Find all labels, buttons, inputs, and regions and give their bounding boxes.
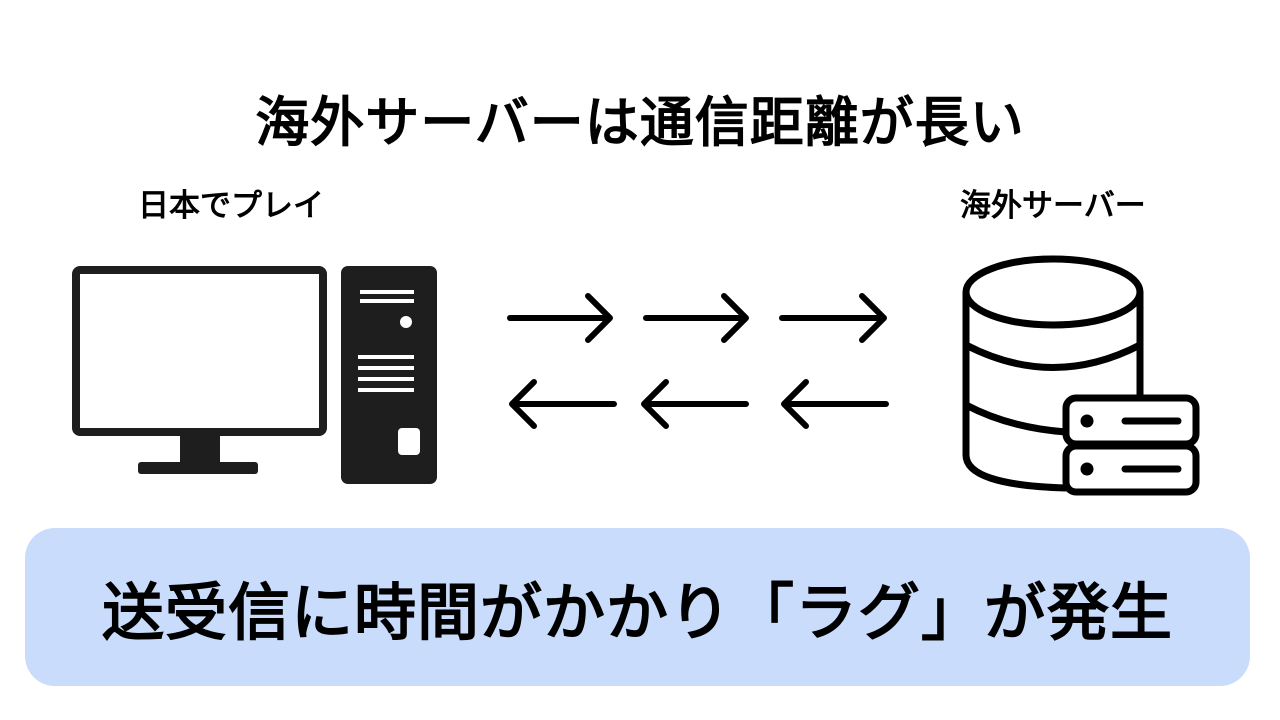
arrow-right-icon [779, 293, 887, 343]
server-label: 海外サーバー [960, 188, 1146, 224]
arrow-right-icon [643, 293, 749, 343]
banner-text: 送受信に時間がかかり「ラグ」が発生 [101, 576, 1173, 649]
monitor-icon [72, 266, 327, 474]
arrow-left-icon [641, 379, 749, 429]
diagram-title: 海外サーバーは通信距離が長い [255, 91, 1025, 154]
pc-tower-icon [341, 266, 437, 484]
arrow-left-icon [509, 379, 617, 429]
arrow-right-icon [507, 293, 613, 343]
lag-banner: 送受信に時間がかかり「ラグ」が発生 [25, 528, 1250, 686]
client-label: 日本でプレイ [138, 188, 324, 224]
arrow-left-icon [781, 379, 889, 429]
database-server-icon [962, 255, 1200, 496]
